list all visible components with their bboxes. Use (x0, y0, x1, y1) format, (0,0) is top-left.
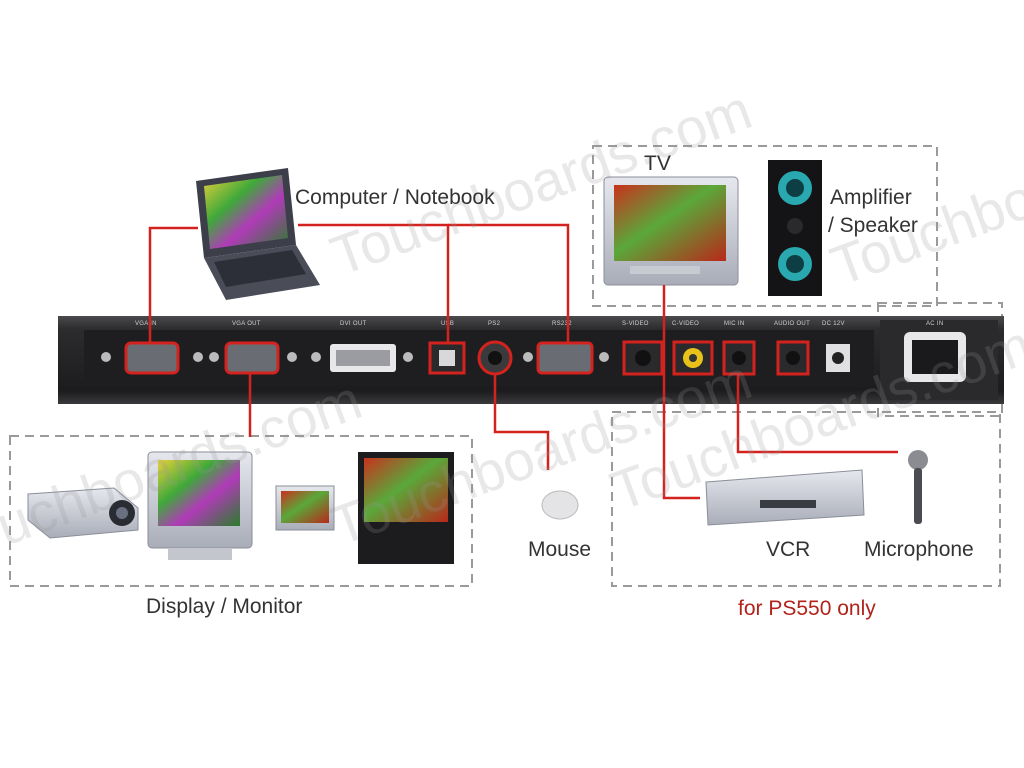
tv-icon (603, 176, 739, 286)
port-labels: VGA IN VGA OUT DVI OUT USB PS2 RS232 S-V… (135, 321, 944, 327)
dc-port (826, 344, 850, 372)
port-label-ac-in: AC IN (926, 321, 944, 327)
rs232-port (523, 341, 609, 375)
usb-port (428, 341, 466, 375)
projector-icon (27, 487, 139, 539)
mic-in-port (722, 340, 756, 376)
laptop-icon (196, 168, 320, 300)
mouse-icon (541, 490, 579, 520)
speaker-icon (768, 160, 822, 296)
dvi-out-port (311, 344, 413, 372)
ac-in-port (904, 332, 966, 382)
label-amplifier-line1: Amplifier (830, 186, 912, 209)
port-label-dc: DC 12V (822, 321, 845, 327)
port-label-dvi-out: DVI OUT (340, 321, 366, 327)
svideo-port (622, 340, 664, 376)
vcr-icon (705, 469, 865, 526)
label-amplifier-line2: / Speaker (828, 214, 918, 237)
port-label-vga-out: VGA OUT (232, 321, 261, 327)
display-group-box (9, 435, 473, 587)
label-mouse: Mouse (528, 538, 592, 561)
line-ps2-mouse (493, 374, 550, 470)
connector-lines (148, 223, 898, 500)
tv-amplifier-group-box (592, 145, 938, 307)
vga-in-port (101, 341, 203, 375)
cvideo-port (672, 340, 714, 376)
port-label-vga-in: VGA IN (135, 321, 157, 327)
line-mic-in-microphone (736, 374, 898, 454)
port-label-cvideo: C-VIDEO (672, 321, 699, 327)
line-tv-svideo (662, 285, 700, 500)
audio-out-port (776, 340, 810, 376)
line-laptop-rs232 (448, 223, 570, 344)
port-label-rs232: RS232 (552, 321, 572, 327)
port-label-ps2: PS2 (488, 321, 501, 327)
microphone-icon (908, 450, 928, 524)
ps550-group-box (611, 411, 1001, 587)
vga-out-port (209, 341, 297, 375)
label-microphone: Microphone (864, 538, 974, 561)
label-tv: TV (644, 152, 671, 175)
port-label-audio-out: AUDIO OUT (774, 321, 810, 327)
port-label-svideo: S-VIDEO (622, 321, 649, 327)
ps2-port (477, 340, 513, 376)
label-computer: Computer / Notebook (295, 186, 495, 209)
lcd-monitor-icon (275, 485, 335, 531)
port-label-mic-in: MIC IN (724, 321, 744, 327)
big-screen-tv-icon (358, 452, 454, 564)
label-display: Display / Monitor (146, 595, 303, 618)
label-ps550-note: for PS550 only (738, 597, 876, 620)
label-vcr: VCR (766, 538, 811, 561)
line-laptop-vga-in (148, 226, 198, 344)
crt-monitor-icon (147, 451, 253, 560)
